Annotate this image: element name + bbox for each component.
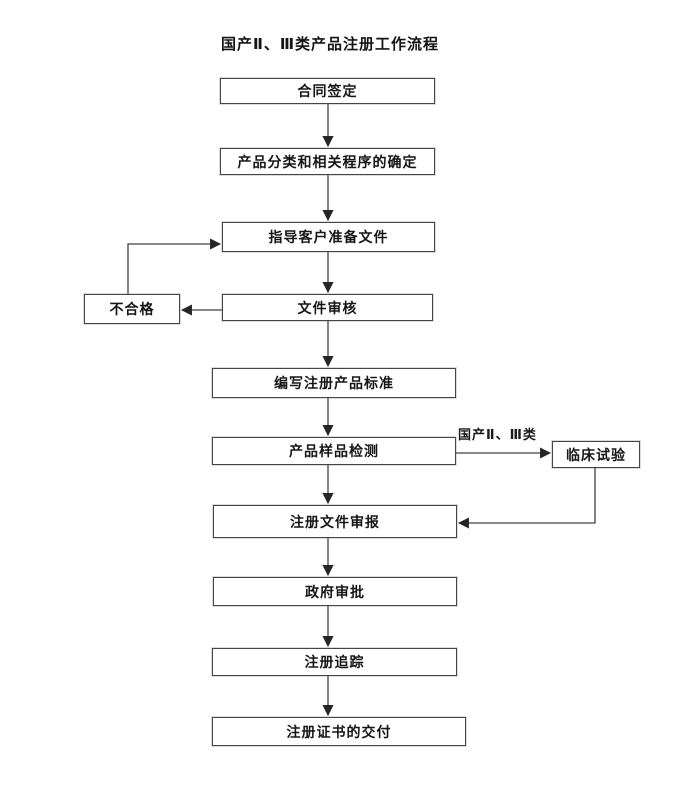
flow-node-clinical-trial: 临床试验 [552,441,640,468]
flow-node-guide-customer-docs: 指导客户准备文件 [222,222,435,252]
flow-node-write-product-standard: 编写注册产品标准 [212,368,456,398]
flow-node-document-review: 文件审核 [222,294,433,321]
flow-node-certificate-delivery: 注册证书的交付 [212,717,466,746]
flow-node-contract-signing: 合同签定 [220,78,435,104]
flow-node-classification: 产品分类和相关程序的确定 [220,148,435,175]
flow-node-unqualified: 不合格 [84,294,180,324]
flow-node-product-sample-testing: 产品样品检测 [212,437,456,465]
flow-node-registration-tracking: 注册追踪 [212,648,457,676]
diagram-title: 国产Ⅱ、Ⅲ类产品注册工作流程 [220,35,440,53]
edge-label-domestic-class: 国产Ⅱ、Ⅲ类 [458,428,537,443]
edge-unqualified-to-guide [127,238,222,294]
edge-clinical-to-submission [457,468,596,529]
flow-node-registration-submission: 注册文件审报 [213,505,457,538]
flow-node-government-approval: 政府审批 [213,577,457,606]
